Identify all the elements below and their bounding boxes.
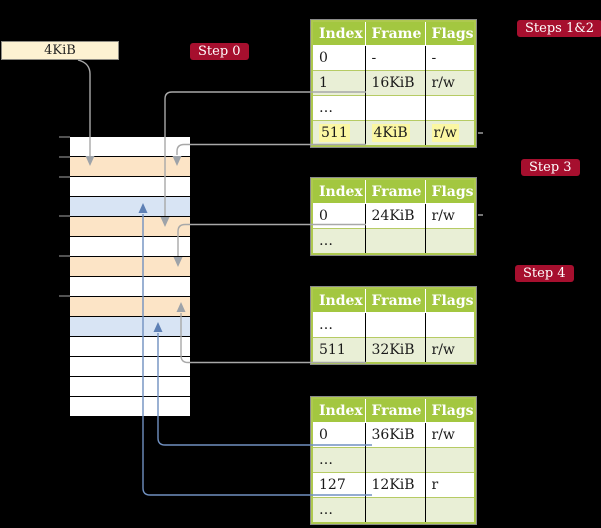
- table-cell: [425, 312, 475, 338]
- memory-frame-row-plain: [70, 397, 190, 416]
- frame-address-label-text: 4KiB: [44, 43, 76, 58]
- table-cell: 4KiB: [365, 120, 426, 146]
- column-header-frame: Frame: [365, 21, 426, 46]
- memory-tick-marks: [59, 136, 70, 297]
- table-cell: 16KiB: [365, 70, 426, 96]
- table-cell: …: [312, 497, 366, 523]
- table-cell: r/w: [425, 70, 475, 96]
- memory-frame-row-pagetable: [70, 217, 190, 236]
- table-row: …: [312, 95, 475, 121]
- table-cell: -: [365, 45, 426, 71]
- column-header-index: Index: [312, 288, 366, 313]
- table-cell: 0: [312, 422, 366, 448]
- table-cell: [425, 228, 475, 254]
- badge-steps-1-2: Steps 1&2: [517, 20, 601, 37]
- column-header-index: Index: [312, 398, 366, 423]
- memory-frame-row-pagetable: [70, 297, 190, 316]
- table-cell: …: [312, 228, 366, 254]
- table-cell: 511: [312, 120, 366, 146]
- table-cell: 24KiB: [365, 203, 426, 229]
- table-cell: [365, 497, 426, 523]
- column-header-frame: Frame: [365, 179, 426, 204]
- column-header-index: Index: [312, 21, 366, 46]
- table-row: …: [312, 497, 475, 523]
- memory-frame-row-plain: [70, 177, 190, 196]
- memory-frame-row-plain: [70, 337, 190, 356]
- table-cell: r/w: [425, 337, 475, 363]
- table-row: …: [312, 447, 475, 473]
- table-cell: r/w: [425, 203, 475, 229]
- table-cell: 127: [312, 472, 366, 498]
- table-cell: …: [312, 312, 366, 338]
- table-cell: [365, 228, 426, 254]
- memory-frame-row-pagetable: [70, 157, 190, 176]
- badge-step-3: Step 3: [521, 159, 580, 176]
- column-header-index: Index: [312, 179, 366, 204]
- physical-memory-column: [70, 137, 190, 417]
- column-header-flags: Flags: [425, 179, 475, 204]
- table-row: …: [312, 312, 475, 338]
- column-header-frame: Frame: [365, 288, 426, 313]
- highlighted-value: 511: [319, 124, 350, 142]
- table-cell: [365, 312, 426, 338]
- memory-frame-row-plain: [70, 137, 190, 156]
- memory-frame-row-mapped: [70, 197, 190, 216]
- table-cell: 32KiB: [365, 337, 426, 363]
- highlighted-value: 4KiB: [371, 124, 410, 142]
- badge-step-0: Step 0: [190, 43, 249, 60]
- table-cell: 511: [312, 337, 366, 363]
- table-row: 511 4KiB r/w: [312, 120, 475, 146]
- table-cell: 12KiB: [365, 472, 426, 498]
- highlighted-value: r/w: [431, 124, 459, 142]
- column-header-flags: Flags: [425, 288, 475, 313]
- table-row: 0--: [312, 45, 475, 71]
- table-cell: r: [425, 472, 475, 498]
- badge-step-4: Step 4: [515, 265, 574, 282]
- table-cell: [425, 497, 475, 523]
- memory-frame-row-plain: [70, 237, 190, 256]
- table-cell: r/w: [425, 422, 475, 448]
- table-cell: [425, 447, 475, 473]
- memory-frame-row-mapped: [70, 317, 190, 336]
- column-header-frame: Frame: [365, 398, 426, 423]
- table-cell: 0: [312, 45, 366, 71]
- column-header-flags: Flags: [425, 21, 475, 46]
- memory-frame-row-plain: [70, 377, 190, 396]
- table-cell: 0: [312, 203, 366, 229]
- frame-address-label: 4KiB: [1, 41, 119, 60]
- table-cell: [365, 95, 426, 121]
- memory-frame-row-plain: [70, 357, 190, 376]
- table-row: …: [312, 228, 475, 254]
- table-cell: …: [312, 95, 366, 121]
- table-cell: 1: [312, 70, 366, 96]
- column-header-flags: Flags: [425, 398, 475, 423]
- memory-frame-row-plain: [70, 277, 190, 296]
- memory-frame-row-pagetable: [70, 257, 190, 276]
- table-cell: [425, 95, 475, 121]
- table-cell: r/w: [425, 120, 475, 146]
- table-cell: [365, 447, 426, 473]
- table-cell: 36KiB: [365, 422, 426, 448]
- table-cell: …: [312, 447, 366, 473]
- table-cell: -: [425, 45, 475, 71]
